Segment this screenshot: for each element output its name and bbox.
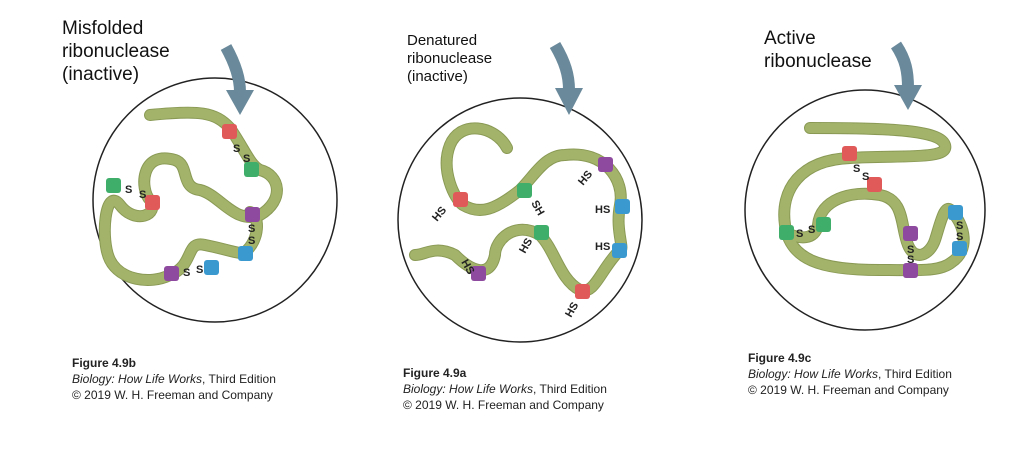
bond-label: S xyxy=(907,254,914,266)
arrow xyxy=(549,41,583,115)
cysteine-blue xyxy=(238,246,253,261)
cysteine-purple xyxy=(164,266,179,281)
cysteine-red xyxy=(222,124,237,139)
book-edition: , Third Edition xyxy=(533,382,607,397)
cysteine-green xyxy=(816,217,831,232)
book-edition: , Third Edition xyxy=(202,372,276,387)
cysteine-blue xyxy=(615,199,630,214)
bond-label: S xyxy=(956,231,963,243)
cysteine-green xyxy=(779,225,794,240)
cysteine-red xyxy=(575,284,590,299)
thiol-label: SH xyxy=(528,199,546,218)
bond-label: S xyxy=(183,267,190,279)
bond-label: S xyxy=(125,184,132,196)
panel-title: Denatured ribonuclease (inactive) xyxy=(407,32,493,85)
bond-label: S xyxy=(956,220,963,232)
cysteine-red xyxy=(867,177,882,192)
bond-label: S xyxy=(808,224,815,236)
cysteine-green xyxy=(244,162,259,177)
cysteine-blue xyxy=(948,205,963,220)
thiol-label: HS xyxy=(563,300,581,319)
cysteine-red xyxy=(145,195,160,210)
panel-denatured: Denatured ribonuclease (inactive) HS SH … xyxy=(345,0,690,460)
active-diagram: S S S S S S S S xyxy=(744,41,986,331)
publisher: © 2019 W. H. Freeman and Company xyxy=(403,398,604,413)
figure-caption: Figure 4.9c Biology: How Life Works, Thi… xyxy=(748,350,952,399)
thiol-label: HS xyxy=(430,205,449,224)
figure-number: Figure 4.9c xyxy=(748,351,812,365)
cysteine-purple xyxy=(245,207,260,222)
cysteine-purple xyxy=(598,157,613,172)
cysteine-green xyxy=(517,183,532,198)
panel-title: Misfolded ribonuclease (inactive) xyxy=(62,18,170,85)
arrow xyxy=(890,41,922,110)
circle-outline xyxy=(92,77,338,323)
cysteine-blue xyxy=(952,241,967,256)
cysteine-green xyxy=(106,178,121,193)
bond-label: S xyxy=(862,171,869,183)
circle-outline xyxy=(744,89,986,331)
book-title: Biology: How Life Works xyxy=(403,382,534,397)
figure-caption: Figure 4.9b Biology: How Life Works, Thi… xyxy=(72,355,276,404)
thiol-label: HS xyxy=(576,169,595,188)
denatured-diagram: HS SH HS HS HS HS HS HS xyxy=(397,41,643,343)
bond-label: S xyxy=(248,235,255,247)
panel-title: Active ribonuclease xyxy=(764,28,872,72)
bond-label: S xyxy=(196,264,203,276)
cysteine-green xyxy=(534,225,549,240)
figure-number: Figure 4.9a xyxy=(403,366,467,380)
bond-label: S xyxy=(248,223,255,235)
figure-number: Figure 4.9b xyxy=(72,356,137,370)
cysteine-blue xyxy=(204,260,219,275)
bond-label: S xyxy=(233,143,240,155)
misfolded-diagram: S S S S S S S S xyxy=(92,44,338,323)
arrow xyxy=(220,44,254,115)
publisher: © 2019 W. H. Freeman and Company xyxy=(72,388,273,403)
cysteine-purple xyxy=(471,266,486,281)
chain xyxy=(409,122,628,297)
bond-label: S xyxy=(796,228,803,240)
book-title: Biology: How Life Works xyxy=(72,372,203,387)
panel-active: Active ribonuclease S S S S S S S S xyxy=(690,0,1036,460)
thiol-label: HS xyxy=(595,204,610,216)
chain xyxy=(778,122,970,277)
cysteine-blue xyxy=(612,243,627,258)
book-edition: , Third Edition xyxy=(878,367,952,382)
bond-label: S xyxy=(243,153,250,165)
bond-label: S xyxy=(907,244,914,256)
thiol-label: HS xyxy=(595,241,610,253)
publisher: © 2019 W. H. Freeman and Company xyxy=(748,383,949,398)
circle-outline xyxy=(397,97,643,343)
bond-label: S xyxy=(853,163,860,175)
cysteine-purple xyxy=(903,226,918,241)
panel-misfolded: Misfolded ribonuclease (inactive) S S S … xyxy=(0,0,345,460)
cysteine-red xyxy=(453,192,468,207)
bond-label: S xyxy=(139,189,146,201)
thiol-label: HS xyxy=(517,236,535,255)
cysteine-purple xyxy=(903,263,918,278)
cysteine-red xyxy=(842,146,857,161)
figure-caption: Figure 4.9a Biology: How Life Works, Thi… xyxy=(403,365,607,414)
book-title: Biology: How Life Works xyxy=(748,367,879,382)
